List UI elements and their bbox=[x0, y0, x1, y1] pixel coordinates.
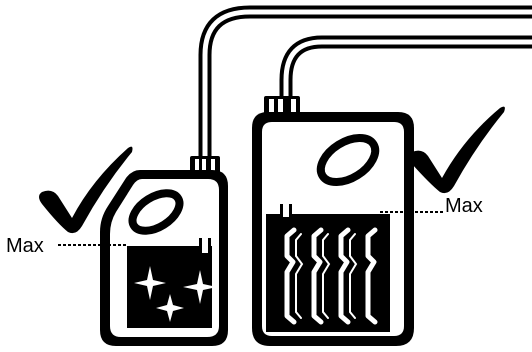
tank-cap bbox=[264, 96, 300, 116]
dirty-water-tank bbox=[252, 96, 414, 346]
wavy-dirt-lines-icon bbox=[284, 227, 378, 325]
check-mark-icon bbox=[409, 106, 505, 194]
tank-handle bbox=[316, 133, 380, 187]
sparkle-icon bbox=[134, 266, 217, 322]
hose-left-inner bbox=[202, 9, 532, 255]
check-mark-icon bbox=[39, 146, 133, 234]
hoses bbox=[198, 5, 532, 255]
max-label: Max bbox=[445, 195, 483, 217]
max-label: Max bbox=[6, 235, 44, 257]
max-level-indicator-left: Max bbox=[6, 235, 127, 257]
hose-right-inner bbox=[283, 39, 532, 218]
tank-cap bbox=[190, 156, 220, 174]
tank-handle bbox=[128, 189, 184, 235]
max-level-indicator-right: Max bbox=[380, 195, 483, 217]
clean-water-tank bbox=[100, 156, 228, 346]
